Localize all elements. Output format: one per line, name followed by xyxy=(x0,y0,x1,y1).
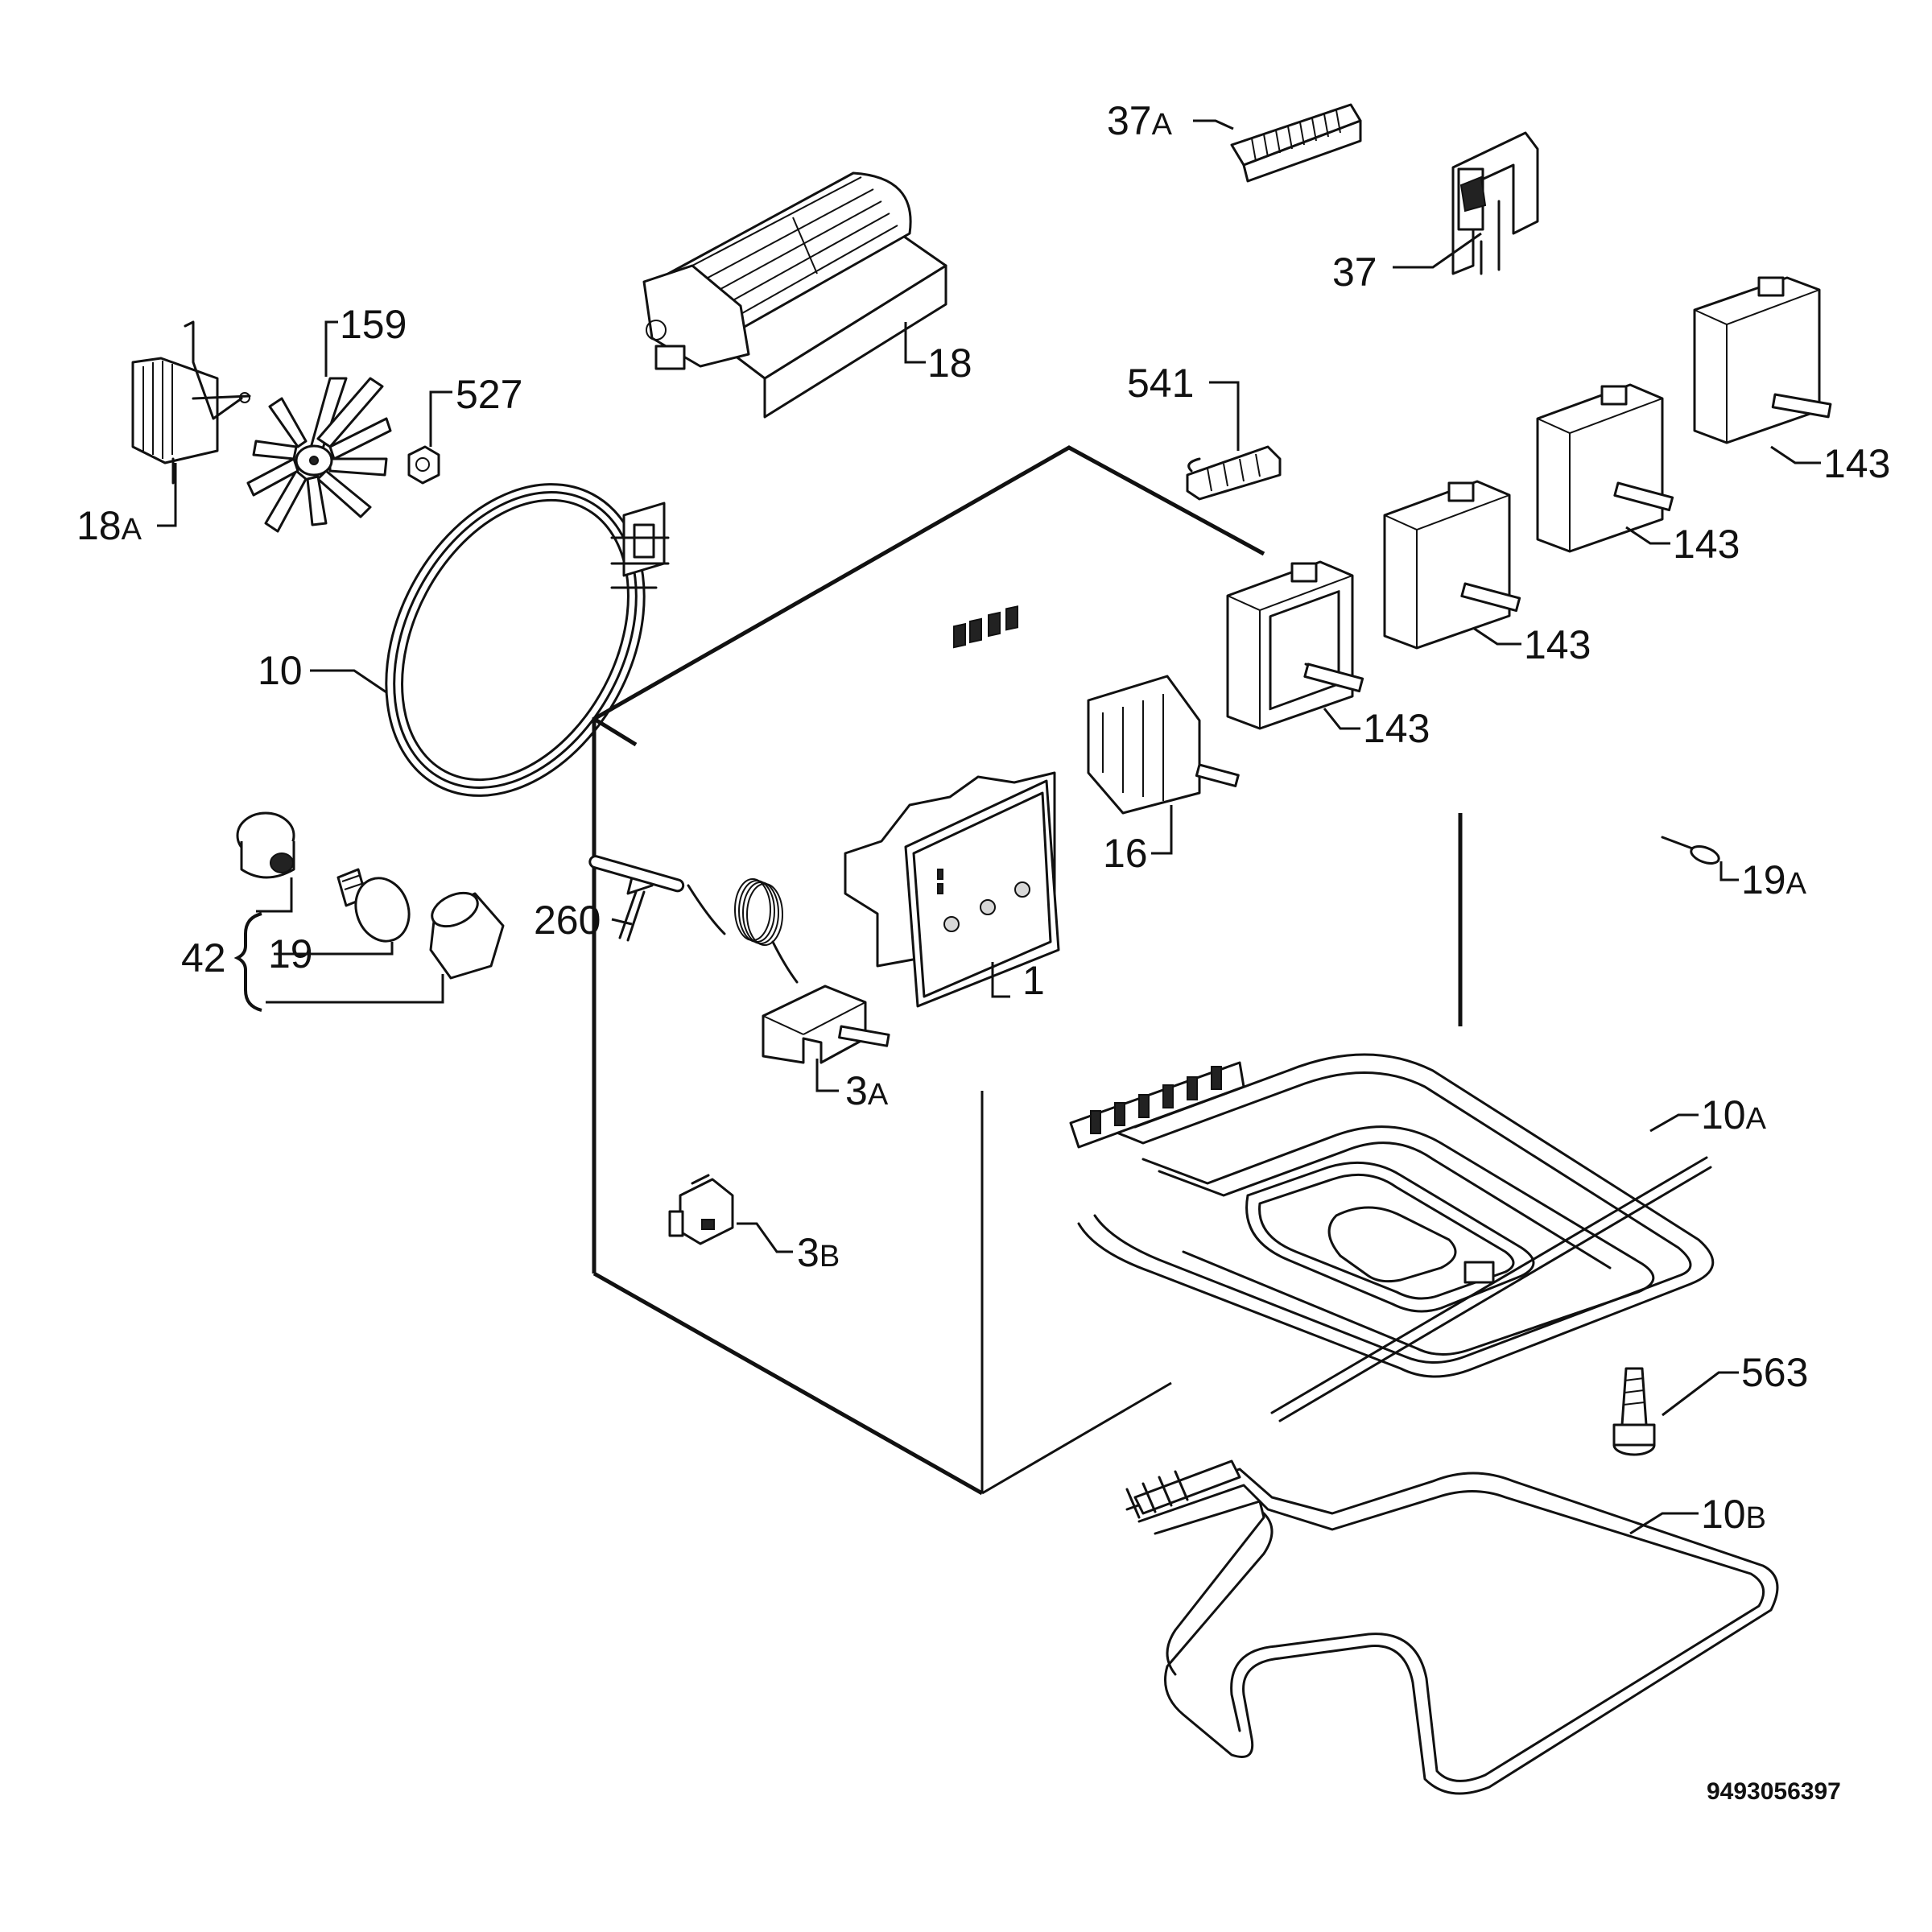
connector-541 xyxy=(1186,445,1282,501)
lamp-bulb-19 xyxy=(336,868,411,943)
label-19a: 19A xyxy=(1741,857,1807,902)
energy-regulator-143-b xyxy=(1383,480,1521,650)
label-10: 10 xyxy=(258,648,303,693)
label-143-a: 143 xyxy=(1363,706,1430,751)
circular-heating-element-10 xyxy=(385,483,670,797)
grill-element-10a xyxy=(1069,1053,1715,1422)
label-18: 18 xyxy=(927,341,972,386)
label-143-b: 143 xyxy=(1524,622,1591,667)
tangential-fan-18 xyxy=(642,171,947,419)
label-260: 260 xyxy=(534,898,601,943)
label-541: 541 xyxy=(1127,361,1194,406)
lamp-holder-42 xyxy=(236,811,295,879)
label-143-d: 143 xyxy=(1823,441,1890,486)
label-1: 1 xyxy=(1022,958,1045,1003)
label-3a: 3A xyxy=(845,1068,889,1113)
lamp-cover-42 xyxy=(429,891,505,980)
document-number: 9493056397 xyxy=(1707,1778,1841,1805)
stud-563 xyxy=(1612,1367,1656,1456)
thermal-cutout-3b xyxy=(668,1174,734,1245)
thermal-switch-37 xyxy=(1451,131,1539,275)
thermostat-3a xyxy=(588,855,890,1064)
fan-impeller-159 xyxy=(246,377,392,533)
label-18a: 18A xyxy=(76,503,142,548)
indicator-lamp-19a xyxy=(1661,836,1720,865)
energy-regulator-143-a xyxy=(1226,560,1364,730)
electronic-timer-1 xyxy=(844,605,1060,1008)
bottom-element-10b xyxy=(1125,1459,1779,1795)
label-10b: 10B xyxy=(1701,1492,1766,1537)
label-42: 42 xyxy=(181,935,226,980)
part-labels: 37A 37 18 159 527 18A 541 143 143 143 14… xyxy=(76,98,1890,1805)
label-16: 16 xyxy=(1103,831,1148,876)
label-37: 37 xyxy=(1332,250,1377,295)
label-527: 527 xyxy=(456,372,522,417)
nut-527 xyxy=(407,445,440,485)
oven-cabinet-outline xyxy=(592,445,1463,1496)
label-159: 159 xyxy=(340,302,407,347)
label-563: 563 xyxy=(1741,1350,1808,1395)
label-10a: 10A xyxy=(1701,1092,1767,1137)
selector-switch-16 xyxy=(1087,675,1240,815)
fan-motor-18a xyxy=(131,320,251,485)
label-37a: 37A xyxy=(1107,98,1173,143)
label-143-c: 143 xyxy=(1673,522,1740,567)
energy-regulator-143-c xyxy=(1536,383,1674,553)
label-19: 19 xyxy=(268,931,313,976)
energy-regulator-143-d xyxy=(1693,276,1832,444)
terminal-block-37a xyxy=(1230,103,1362,183)
label-3b: 3B xyxy=(797,1230,840,1275)
